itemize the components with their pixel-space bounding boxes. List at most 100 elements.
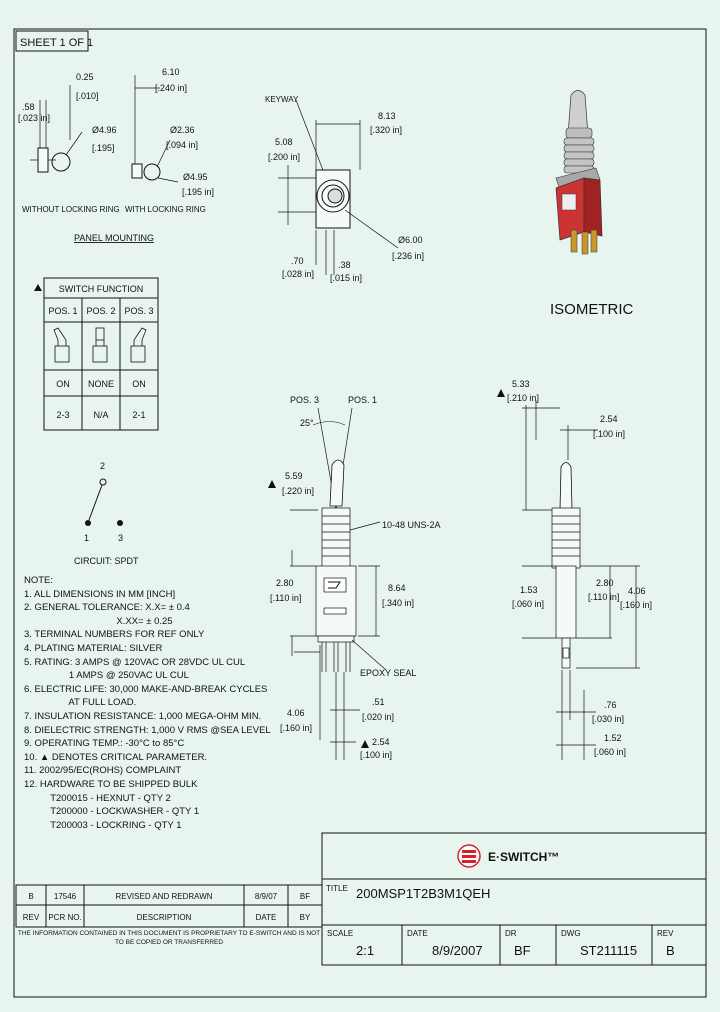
dim-text: 8.13 bbox=[378, 111, 396, 121]
note-line: T200015 - HEXNUT - QTY 2 bbox=[24, 792, 171, 804]
panel-caption-right: WITH LOCKING RING bbox=[125, 205, 206, 214]
dim-text: 8.64 bbox=[388, 583, 406, 593]
panel-caption-left: WITHOUT LOCKING RING bbox=[22, 205, 120, 214]
note-line: 5. RATING: 3 AMPS @ 120VAC OR 28VDC UL C… bbox=[24, 656, 246, 668]
disclaimer: THE INFORMATION CONTAINED IN THIS DOCUME… bbox=[17, 930, 321, 946]
dim-text: [.110 in] bbox=[270, 593, 301, 603]
field-value: 8/9/2007 bbox=[432, 943, 483, 958]
dim-text: .38 bbox=[338, 260, 351, 270]
field-label: DR bbox=[505, 929, 517, 938]
field-label: SCALE bbox=[327, 929, 353, 938]
field-value: ST211115 bbox=[580, 943, 637, 958]
dim-text: [.160 in] bbox=[620, 600, 652, 610]
sheet-label: SHEET 1 OF 1 bbox=[20, 37, 93, 49]
rev-cell: REVISED AND REDRAWN bbox=[115, 892, 212, 901]
table-header: POS. 3 bbox=[124, 306, 153, 316]
note-line: 2. GENERAL TOLERANCE: X.X= ± 0.4 bbox=[24, 602, 190, 614]
dim-text: [.195 in] bbox=[182, 187, 214, 197]
table-cell: ON bbox=[132, 379, 146, 389]
circuit-caption: CIRCUIT: SPDT bbox=[74, 556, 139, 566]
drawing-title: 200MSP1T2B3M1QEH bbox=[356, 886, 490, 901]
dim-text: [.094 in] bbox=[166, 140, 198, 150]
note-line: 3. TERMINAL NUMBERS FOR REF ONLY bbox=[24, 629, 205, 641]
angle-label: 25° bbox=[300, 418, 314, 428]
field-label: DWG bbox=[561, 929, 581, 938]
field-value: B bbox=[666, 943, 675, 958]
notes-list: NOTE: 1. ALL DIMENSIONS IN MM [INCH] 2. … bbox=[24, 574, 314, 832]
table-cell: N/A bbox=[93, 410, 108, 420]
dim-text: [.100 in] bbox=[360, 750, 392, 760]
dim-text: 2.80 bbox=[276, 578, 294, 588]
disclaimer-box: THE INFORMATION CONTAINED IN THIS DOCUME… bbox=[17, 930, 321, 946]
toggle-pos1-icon bbox=[54, 345, 70, 363]
dim-text: 5.33 bbox=[512, 379, 530, 389]
switch-function-table: SWITCH FUNCTION POS. 1 POS. 2 POS. 3 ON … bbox=[34, 277, 159, 431]
isometric-label: ISOMETRIC bbox=[550, 301, 634, 318]
note-line: 8. DIELECTRIC STRENGTH: 1,000 V RMS @SEA… bbox=[24, 724, 271, 736]
dim-text: .58 bbox=[22, 102, 35, 112]
toggle-pos3-icon bbox=[130, 345, 146, 363]
dim-text: [.240 in] bbox=[155, 83, 187, 93]
rev-cell: 8/9/07 bbox=[255, 892, 278, 901]
dim-text: [.236 in] bbox=[392, 251, 424, 261]
note-line: 7. INSULATION RESISTANCE: 1,000 MEGA-OHM… bbox=[24, 710, 262, 722]
panel-mounting-title: PANEL MOUNTING bbox=[74, 233, 154, 243]
panel-cutout-right bbox=[131, 163, 143, 179]
pos-label: POS. 3 bbox=[290, 395, 319, 405]
rev-header: BY bbox=[300, 913, 311, 922]
dim-text: [.340 in] bbox=[382, 598, 414, 608]
sheet-border bbox=[13, 28, 707, 998]
logo-text: E·SWITCH™ bbox=[488, 850, 559, 864]
field-value: 2:1 bbox=[356, 943, 374, 958]
note-line: 6. ELECTRIC LIFE: 30,000 MAKE-AND-BREAK … bbox=[24, 683, 268, 695]
table-cell: ON bbox=[56, 379, 70, 389]
table-cell: 2-3 bbox=[56, 410, 69, 420]
dim-text: 2.80 bbox=[596, 578, 614, 588]
isometric-view: ISOMETRIC bbox=[550, 90, 634, 318]
circuit-diagram: 2 1 3 CIRCUIT: SPDT bbox=[74, 461, 139, 566]
table-header: POS. 2 bbox=[86, 306, 115, 316]
dim-text: 1.52 bbox=[604, 733, 622, 743]
dim-text: 6.10 bbox=[162, 67, 180, 77]
note-line: 9. OPERATING TEMP.: -30°C to 85°C bbox=[24, 738, 185, 750]
dim-text: .70 bbox=[291, 256, 304, 266]
dim-text: [.010] bbox=[76, 91, 99, 101]
note-line: 10. ▲ DENOTES CRITICAL PARAMETER. bbox=[24, 751, 208, 763]
rev-header: PCR NO. bbox=[48, 913, 81, 922]
sheet-label-box bbox=[15, 30, 89, 52]
panel-cutout-left bbox=[37, 147, 49, 173]
title-label: TITLE bbox=[326, 884, 348, 893]
dim-text: [.110 in] bbox=[588, 592, 619, 602]
field-value: BF bbox=[514, 943, 531, 958]
dim-text: [.028 in] bbox=[282, 269, 314, 279]
field-label: REV bbox=[657, 929, 674, 938]
dim-text: .51 bbox=[372, 697, 385, 707]
dim-text: [.195] bbox=[92, 143, 115, 153]
dim-text: 2.54 bbox=[372, 737, 390, 747]
note-line: 4. PLATING MATERIAL: SILVER bbox=[24, 642, 163, 654]
dim-text: [.030 in] bbox=[592, 714, 624, 724]
note-line: 1. ALL DIMENSIONS IN MM [INCH] bbox=[24, 588, 176, 600]
side-view: 5.33 [.210 in] 2.54 [.100 in] 1.53 [.060… bbox=[497, 379, 652, 760]
note-line: X.XX= ± 0.25 bbox=[24, 615, 173, 627]
table-cell: NONE bbox=[88, 379, 114, 389]
rev-cell: BF bbox=[300, 892, 310, 901]
circuit-label: 1 bbox=[84, 533, 89, 543]
circuit-label: 2 bbox=[100, 461, 105, 471]
note-line: T200000 - LOCKWASHER - QTY 1 bbox=[24, 806, 200, 818]
rev-header: DATE bbox=[256, 913, 277, 922]
hole-left bbox=[51, 152, 71, 172]
rev-cell: B bbox=[28, 892, 33, 901]
toggle-pos2-icon bbox=[92, 345, 108, 363]
dim-text: 0.25 bbox=[76, 72, 94, 82]
dim-text: .76 bbox=[604, 700, 617, 710]
hole-right bbox=[143, 163, 161, 181]
dim-text: [.220 in] bbox=[282, 486, 314, 496]
dim-text: 2.54 bbox=[600, 414, 618, 424]
dim-text: [.210 in] bbox=[507, 393, 539, 403]
switch-function-title: SWITCH FUNCTION bbox=[59, 284, 144, 294]
thread-label: 10-48 UNS-2A bbox=[382, 520, 441, 530]
eswitch-logo: E·SWITCH™ bbox=[457, 844, 559, 868]
dim-text: Ø4.96 bbox=[92, 125, 117, 135]
title-block bbox=[15, 832, 707, 966]
